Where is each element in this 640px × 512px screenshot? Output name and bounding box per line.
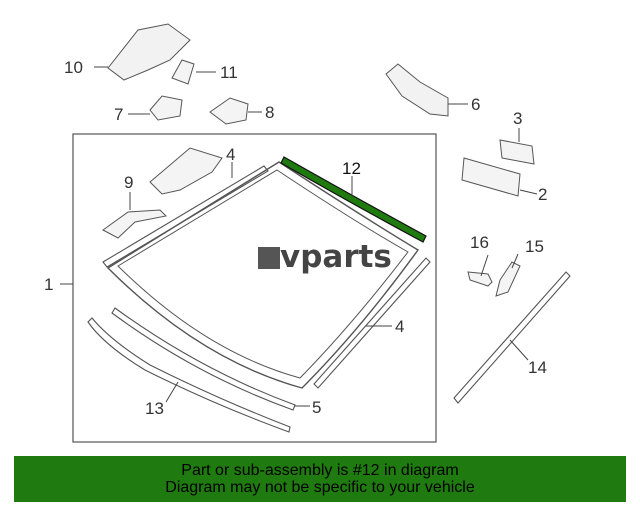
side-molding-right bbox=[313, 257, 431, 389]
callout-12: 12 bbox=[342, 159, 361, 178]
upper-frame-bracket bbox=[149, 147, 223, 195]
lower-molding bbox=[111, 307, 296, 411]
callout-15: 15 bbox=[525, 237, 544, 256]
callout-5: 5 bbox=[312, 398, 321, 417]
callout-2: 2 bbox=[538, 185, 547, 204]
part-9-bracket bbox=[102, 209, 168, 239]
part-2-panel bbox=[461, 157, 521, 197]
side-molding-left bbox=[102, 165, 269, 268]
callout-7: 7 bbox=[114, 105, 123, 124]
callout-8: 8 bbox=[265, 103, 274, 122]
leader-lines bbox=[60, 66, 538, 407]
part-6-cover bbox=[385, 63, 449, 117]
part-16-pin bbox=[467, 271, 493, 287]
callout-11: 11 bbox=[220, 63, 238, 82]
part-11-clip bbox=[171, 59, 195, 85]
callout-13: 13 bbox=[145, 399, 164, 418]
callout-14: 14 bbox=[528, 358, 547, 377]
windshield-glass bbox=[106, 161, 420, 389]
lower-seal bbox=[87, 317, 291, 433]
info-banner: Part or sub-assembly is #12 in diagram D… bbox=[14, 456, 626, 502]
callout-6: 6 bbox=[471, 95, 480, 114]
callout-4-upper: 4 bbox=[226, 145, 235, 164]
callout-10: 10 bbox=[64, 58, 83, 77]
assembly-frame bbox=[72, 133, 437, 443]
callout-16: 16 bbox=[470, 233, 489, 252]
part-14-strip bbox=[453, 271, 571, 404]
part-12-molding bbox=[280, 156, 427, 243]
watermark-logo: vparts bbox=[280, 239, 392, 275]
part-7-pad bbox=[149, 95, 183, 121]
part-3-block bbox=[499, 139, 535, 165]
callout-9: 9 bbox=[124, 173, 133, 192]
info-line-disclaimer: Diagram may not be specific to your vehi… bbox=[165, 479, 475, 496]
callout-1: 1 bbox=[44, 275, 53, 294]
windshield-inner-edge bbox=[117, 169, 409, 379]
part-15-clip bbox=[495, 261, 521, 297]
parts-diagram: vparts 1 2 3 4 4 5 6 7 8 9 10 11 12 13 1… bbox=[44, 23, 571, 443]
info-line-part: Part or sub-assembly is #12 in diagram bbox=[181, 462, 459, 479]
part-8-bracket bbox=[209, 97, 249, 125]
logo-mark bbox=[258, 247, 280, 269]
callout-4-right: 4 bbox=[395, 317, 404, 336]
part-10-housing bbox=[107, 23, 191, 81]
callout-3: 3 bbox=[513, 109, 522, 128]
